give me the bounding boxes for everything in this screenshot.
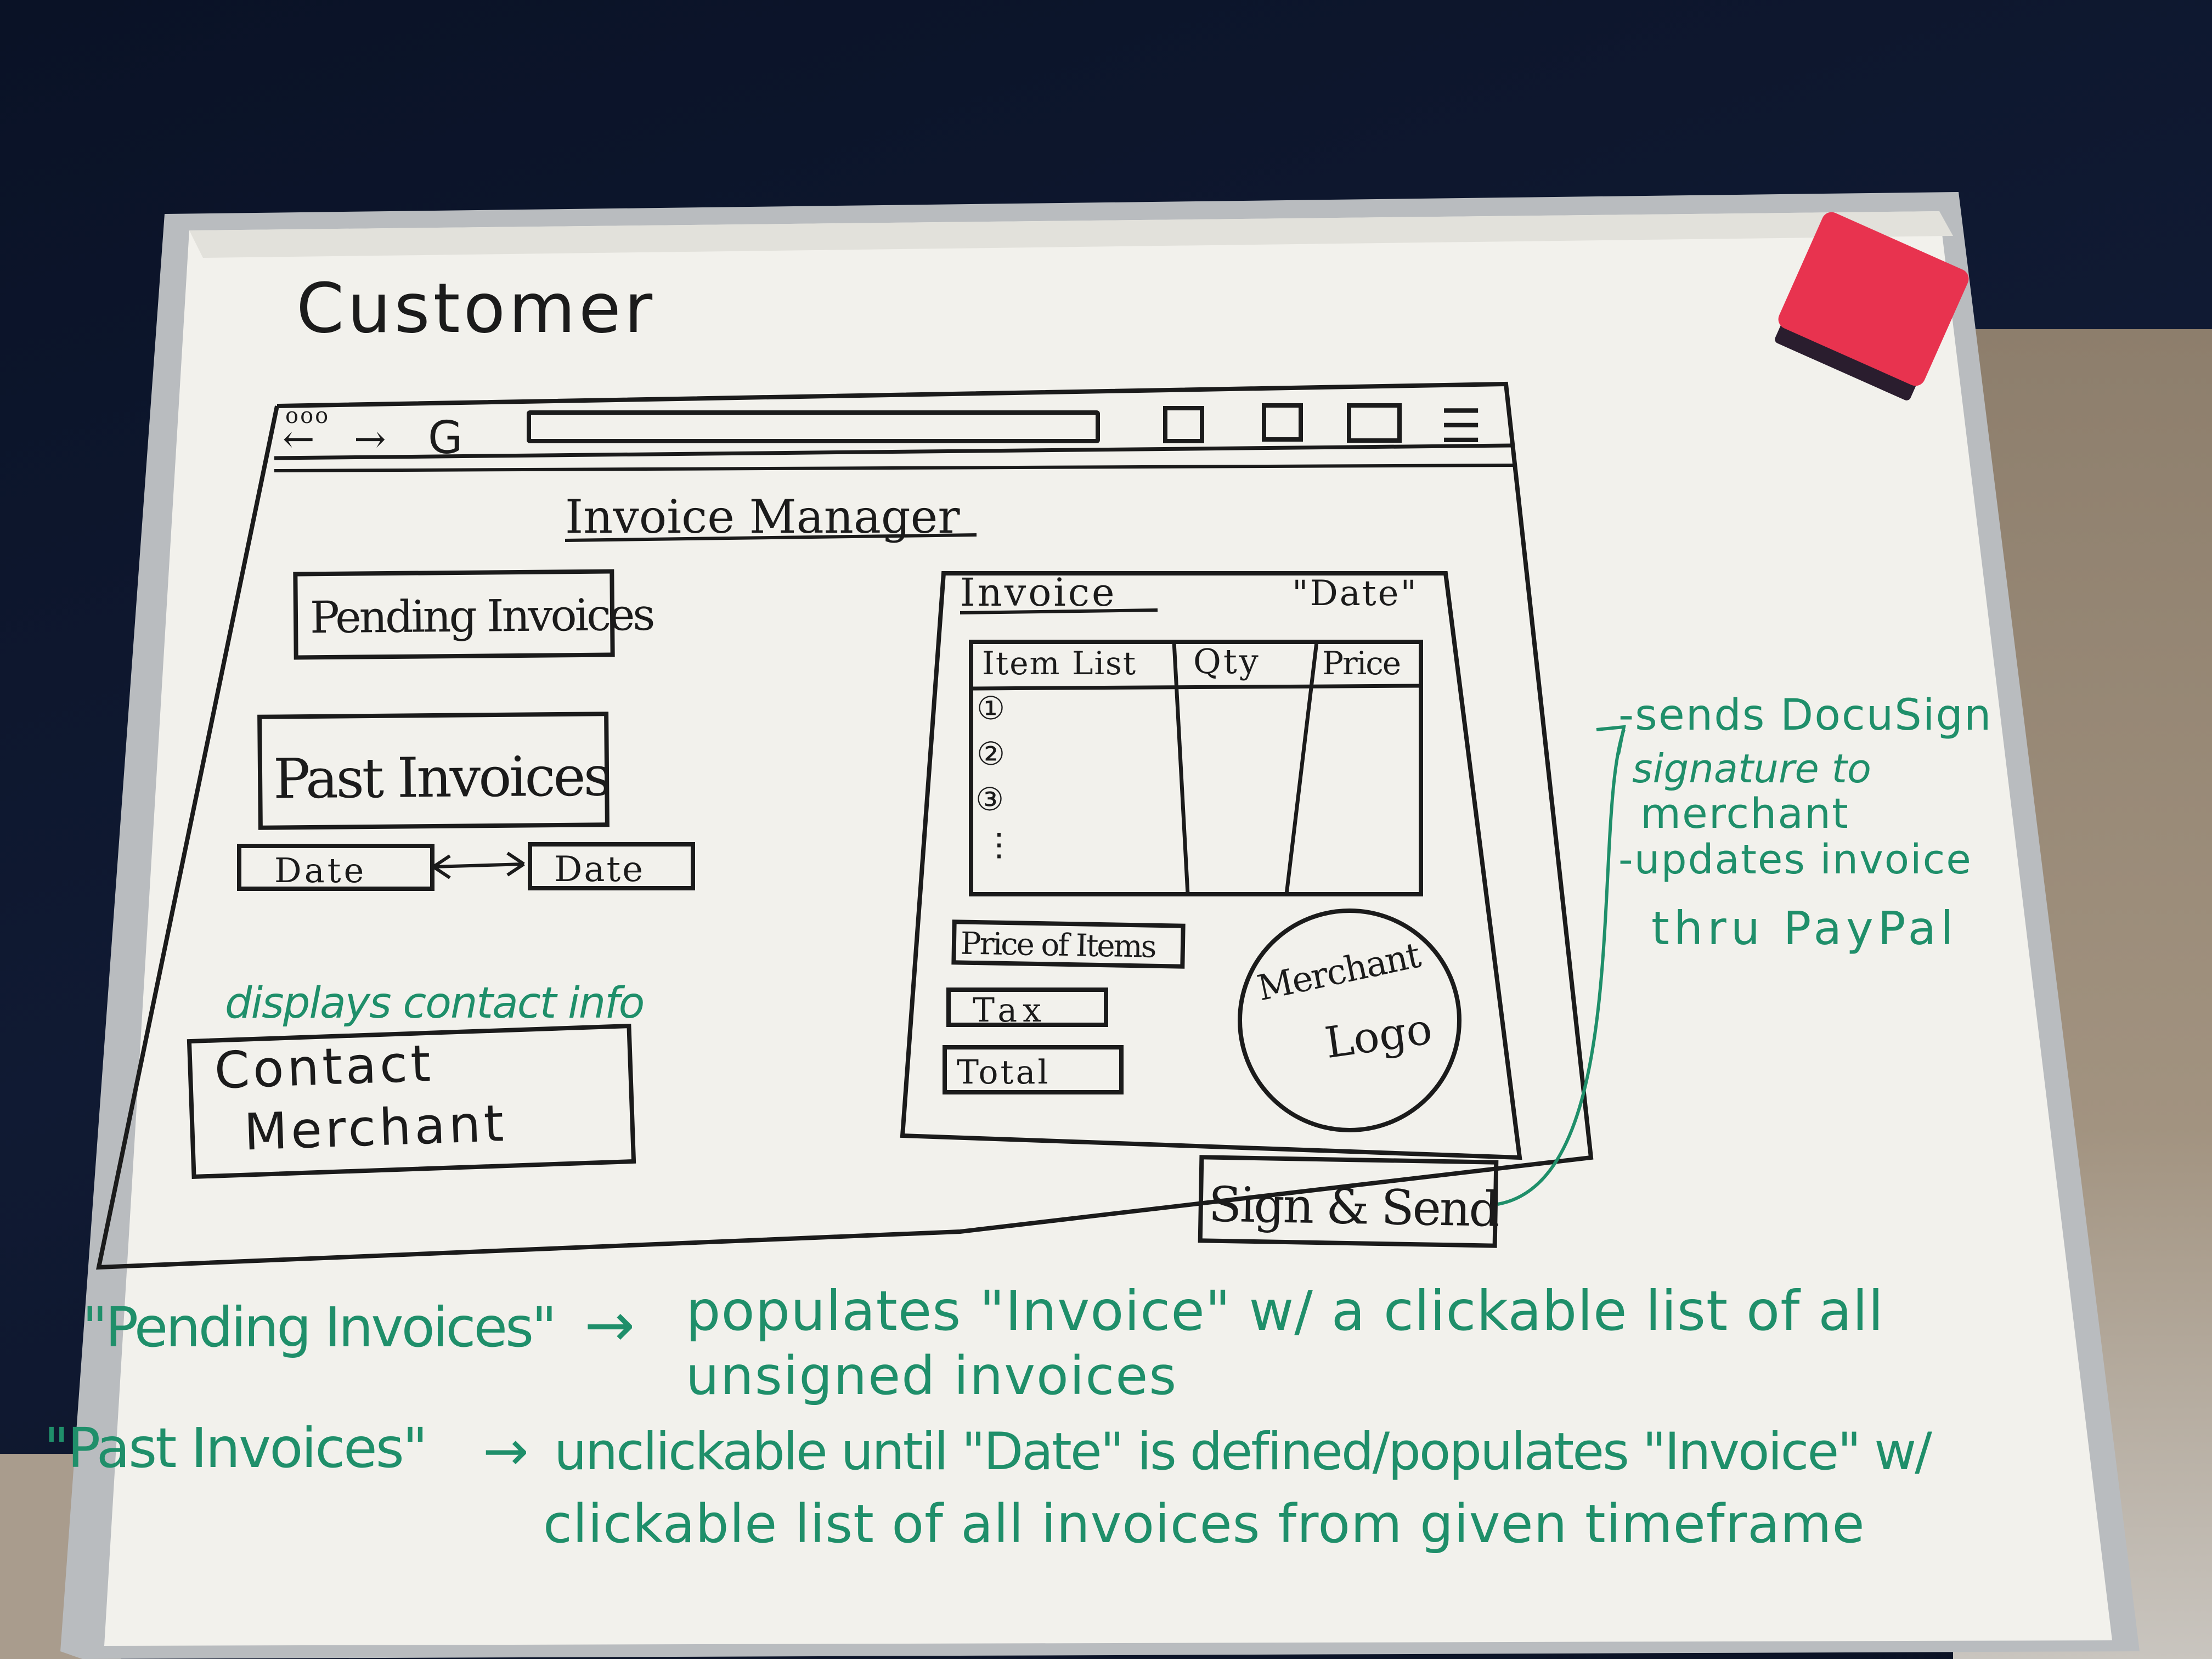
total-label: Total xyxy=(957,1053,1051,1092)
merchant-logo-circle xyxy=(1238,909,1462,1132)
past-invoices-annotation-desc-line1: unclickable until "Date" is defined/popu… xyxy=(554,1422,1932,1482)
browser-tab-1-icon[interactable] xyxy=(1163,406,1204,443)
date-from-label: Date xyxy=(274,850,367,890)
date-from-field[interactable]: Date xyxy=(237,844,435,891)
invoice-panel-outline xyxy=(900,571,1522,1160)
contact-annotation: displays contact info xyxy=(225,979,645,1028)
hamburger-menu-icon[interactable]: ☰ xyxy=(1440,399,1482,454)
column-header-qty: Qty xyxy=(1193,641,1261,681)
invoice-date-label: "Date" xyxy=(1292,573,1418,614)
past-invoices-annotation-arrow-icon: → xyxy=(483,1419,529,1483)
sign-and-send-label: Sign & Send xyxy=(1207,1176,1499,1238)
sign-send-annotation-line5: thru PayPal xyxy=(1651,901,1958,955)
past-invoices-annotation-desc-line2: clickable list of all invoices from give… xyxy=(543,1493,1865,1555)
date-to-label: Date xyxy=(554,849,645,890)
price-of-items-label: Price of Items xyxy=(960,926,1156,965)
sign-send-annotation-line4: -updates invoice xyxy=(1618,836,1972,883)
total-field: Total xyxy=(943,1045,1124,1094)
whiteboard-surface xyxy=(104,211,2112,1646)
item-row-more: ⋮ xyxy=(983,826,1015,863)
column-header-price: Price xyxy=(1322,645,1401,682)
sign-send-annotation-line3: merchant xyxy=(1640,789,1849,838)
item-table-col-rule-1 xyxy=(1172,641,1190,895)
reload-icon[interactable]: G xyxy=(428,412,463,464)
browser-tab-2-icon[interactable] xyxy=(1262,403,1303,442)
pending-invoices-annotation-desc-line2: unsigned invoices xyxy=(686,1345,1178,1407)
tax-field: Tax xyxy=(946,988,1108,1027)
toolbar-divider-bottom xyxy=(274,464,1515,472)
customer-heading: Customer xyxy=(296,269,656,348)
app-title: Invoice Manager xyxy=(565,490,960,544)
item-row-2[interactable]: ② xyxy=(977,735,1005,772)
invoice-title-underline xyxy=(960,608,1158,614)
date-range-arrow xyxy=(432,851,525,879)
sign-send-connector xyxy=(1497,729,1626,1206)
browser-tab-3-icon[interactable] xyxy=(1347,403,1402,443)
date-to-field[interactable]: Date xyxy=(528,842,695,890)
item-row-1[interactable]: ① xyxy=(977,690,1005,727)
browser-window-outline xyxy=(96,381,1594,1270)
pending-invoices-annotation-desc-line1: populates "Invoice" w/ a clickable list … xyxy=(686,1279,1884,1343)
item-table-header-rule xyxy=(970,684,1421,691)
tax-label: Tax xyxy=(973,991,1047,1030)
sign-and-send-button[interactable]: Sign & Send xyxy=(1198,1155,1499,1248)
back-arrow-icon[interactable]: ← xyxy=(283,416,315,461)
item-table-border xyxy=(969,640,1423,896)
annotation-arrow-head xyxy=(1596,725,1626,755)
price-of-items-field: Price of Items xyxy=(951,919,1186,969)
item-table-col-rule-2 xyxy=(1284,641,1319,895)
invoice-panel-title: Invoice xyxy=(960,570,1117,615)
whiteboard-shadow xyxy=(189,211,1953,258)
app-title-underline xyxy=(565,533,977,542)
forward-arrow-icon[interactable]: → xyxy=(354,416,386,461)
column-header-item-list: Item List xyxy=(982,645,1137,682)
pending-invoices-annotation-arrow-icon: → xyxy=(584,1290,635,1360)
item-row-3[interactable]: ③ xyxy=(975,781,1004,818)
past-invoices-annotation-label: "Past Invoices" xyxy=(44,1416,428,1480)
toolbar-divider-top xyxy=(274,443,1512,460)
pending-invoices-annotation-label: "Pending Invoices" xyxy=(82,1295,557,1359)
address-bar[interactable] xyxy=(527,410,1100,443)
window-controls-dots[interactable]: ooo xyxy=(285,403,330,428)
sign-send-annotation-line2: signature to xyxy=(1632,746,1871,792)
sign-send-annotation-line1: -sends DocuSign xyxy=(1618,691,1993,740)
